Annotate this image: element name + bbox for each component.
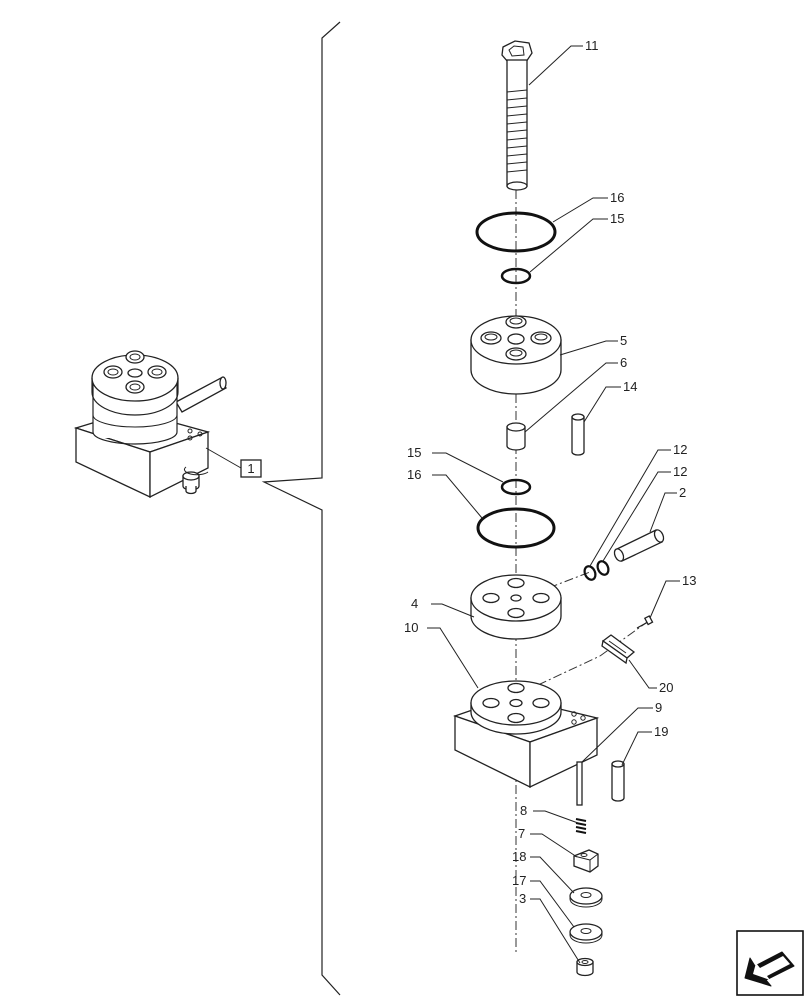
assembly-axis bbox=[515, 190, 651, 955]
part-18-washer bbox=[569, 887, 603, 908]
part-13-screw bbox=[636, 615, 654, 629]
part-8-spring bbox=[575, 818, 587, 835]
callout-label-4: 4 bbox=[411, 596, 418, 611]
callout-label-2: 2 bbox=[679, 485, 686, 500]
group-bracket bbox=[261, 21, 341, 996]
part-6-bushing bbox=[506, 422, 526, 451]
callout-1: 1 bbox=[205, 447, 262, 478]
part-5-distributor-disc bbox=[470, 315, 562, 395]
callout-label-12-a: 12 bbox=[673, 442, 687, 457]
callout-label-16-upper: 16 bbox=[610, 190, 624, 205]
callout-labels: 11 16 15 5 6 14 15 16 12 12 2 13 4 10 20… bbox=[404, 38, 696, 906]
part-12-snap-ring-a bbox=[583, 565, 597, 581]
leader-lines bbox=[427, 45, 680, 964]
callout-label-1: 1 bbox=[247, 461, 254, 476]
callout-label-19: 19 bbox=[654, 724, 668, 739]
callout-label-8: 8 bbox=[520, 803, 527, 818]
part-16-o-ring-upper bbox=[475, 211, 557, 253]
assembly-overview bbox=[73, 350, 227, 499]
callout-label-20: 20 bbox=[659, 680, 673, 695]
part-14-pin bbox=[571, 413, 585, 456]
part-10-valve-body bbox=[453, 680, 600, 789]
callout-label-12-b: 12 bbox=[673, 464, 687, 479]
part-17-washer bbox=[569, 923, 603, 944]
callout-label-16-lower: 16 bbox=[407, 467, 421, 482]
callout-label-14: 14 bbox=[623, 379, 637, 394]
callout-label-15-lower: 15 bbox=[407, 445, 421, 460]
callout-label-3: 3 bbox=[519, 891, 526, 906]
part-11-bolt bbox=[501, 40, 533, 191]
callout-label-17: 17 bbox=[512, 873, 526, 888]
part-15-ring-lower bbox=[500, 478, 532, 496]
callout-label-15-upper: 15 bbox=[610, 211, 624, 226]
part-20-plate bbox=[601, 634, 636, 665]
part-3-cap bbox=[576, 957, 594, 977]
callout-label-11: 11 bbox=[585, 38, 599, 53]
part-12-snap-ring-b bbox=[596, 560, 610, 576]
back-arrow-icon[interactable] bbox=[736, 930, 804, 996]
callout-label-9: 9 bbox=[655, 700, 662, 715]
part-4-middle-disc bbox=[470, 574, 562, 640]
part-16-o-ring-lower bbox=[476, 507, 556, 549]
callout-label-7: 7 bbox=[518, 826, 525, 841]
callout-label-13: 13 bbox=[682, 573, 696, 588]
part-19-pin bbox=[611, 760, 625, 802]
part-15-ring-upper bbox=[500, 267, 532, 285]
part-9-rod bbox=[576, 761, 583, 806]
callout-label-6: 6 bbox=[620, 355, 627, 370]
callout-label-18: 18 bbox=[512, 849, 526, 864]
part-7-block bbox=[573, 849, 599, 873]
callout-label-5: 5 bbox=[620, 333, 627, 348]
part-2-shaft bbox=[613, 529, 665, 562]
callout-label-10: 10 bbox=[404, 620, 418, 635]
